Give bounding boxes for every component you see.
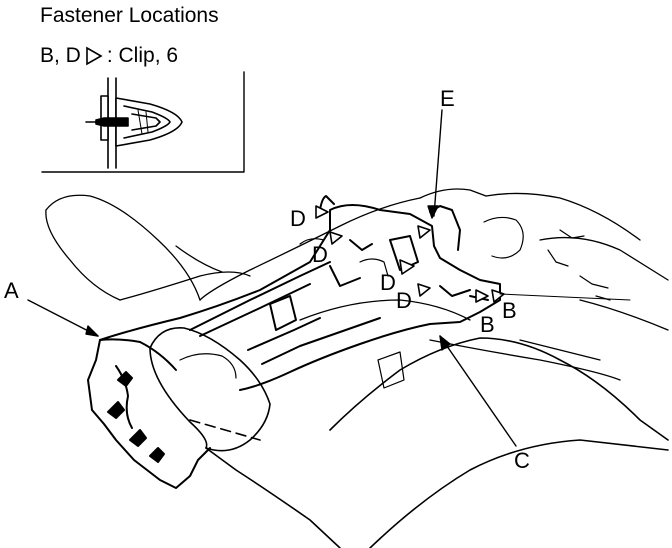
leader-c [439, 335, 517, 447]
clip-markers [315, 205, 505, 303]
callout-b1: B [480, 312, 495, 337]
inset-legend: B, D : Clip, 6 [40, 44, 178, 68]
callout-a: A [4, 278, 19, 303]
legend-suffix: : Clip, 6 [106, 44, 179, 67]
center-console-body [87, 195, 501, 489]
callout-d4: D [396, 288, 412, 313]
seat-and-floor-background [45, 188, 669, 381]
leader-lines [27, 109, 631, 447]
callout-c: C [514, 448, 530, 473]
callout-d3: D [380, 270, 396, 295]
leader-a-arrow [85, 325, 99, 337]
callout-b2: B [502, 298, 517, 323]
clip-marker-d3 [399, 259, 415, 275]
legend-prefix: B, D [40, 44, 81, 67]
push-clip-icon [85, 77, 183, 169]
leader-e [433, 109, 443, 217]
leader-e-arrow [427, 205, 439, 219]
clip-marker-b1 [475, 289, 489, 303]
clip-marker-d1 [315, 205, 329, 219]
callout-d1: D [290, 206, 306, 231]
leader-b [499, 293, 631, 301]
hollow-right-triangle-icon [86, 46, 103, 66]
clip-marker-d2 [329, 231, 343, 245]
clip-marker-d4 [417, 283, 431, 297]
callout-e: E [440, 86, 455, 111]
inset-title: Fastener Locations [40, 4, 219, 27]
inset-frame [41, 71, 245, 173]
callout-d2: D [312, 242, 328, 267]
leader-c-arrow [439, 335, 451, 351]
clip-marker-e [417, 225, 431, 239]
seat-cushion-outline [149, 327, 669, 548]
clip-marker-b2 [491, 289, 505, 303]
